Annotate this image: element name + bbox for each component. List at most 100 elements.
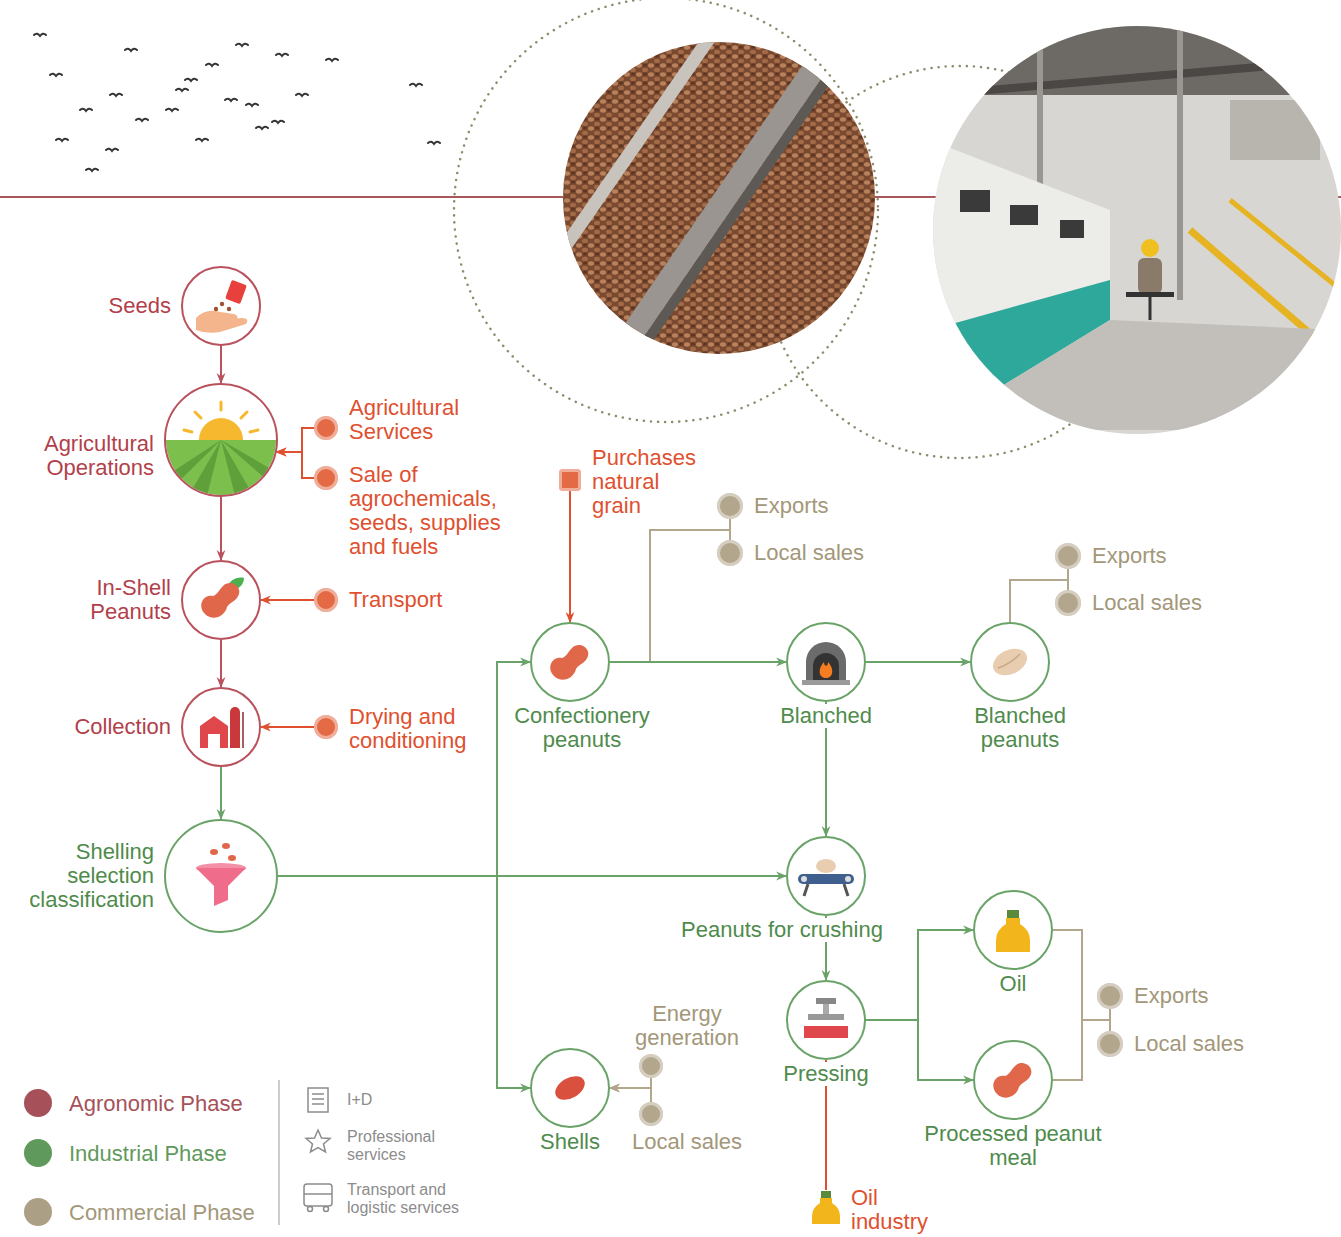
node-label: Drying and conditioning: [347, 705, 487, 753]
connector: [261, 726, 314, 728]
oven-icon: [813, 653, 839, 680]
barn-icon: [200, 716, 228, 748]
press-icon: [804, 1026, 848, 1038]
photo-factory: [1149, 294, 1152, 320]
phase-circle: In-Shell Peanuts: [181, 560, 261, 640]
legend-text: I+D: [347, 1091, 372, 1109]
birds: [428, 142, 440, 144]
field-icon: [221, 440, 290, 500]
legend-icons: [312, 1093, 324, 1095]
birds: [185, 79, 197, 81]
connector: [1053, 930, 1110, 1031]
blanched-icon: [989, 644, 1032, 681]
connector: [220, 346, 222, 383]
node-label: Shells: [538, 1130, 602, 1154]
node-label: Blanched: [778, 704, 874, 728]
connector: [610, 530, 730, 662]
commercial-icon: Energy generation: [639, 1054, 663, 1078]
legend-text: Industrial Phase: [69, 1141, 227, 1166]
connector: [277, 452, 314, 478]
connector: [277, 428, 314, 452]
field-icon: [160, 402, 290, 500]
birds: [256, 127, 268, 129]
birds: [80, 109, 92, 111]
photo-factory: [1010, 205, 1038, 225]
birds: [34, 34, 440, 171]
field-icon: [195, 412, 201, 418]
service-icon: Sale of agrochemicals, seeds, supplies a…: [314, 466, 338, 490]
photo-factory: [1177, 25, 1183, 300]
commercial-icon: Exports: [717, 493, 743, 519]
service-icon: Drying and conditioning: [314, 715, 338, 739]
conveyor-icon: [801, 876, 807, 882]
commercial-icon: Exports: [1097, 983, 1123, 1009]
process-circle: Peanuts for crushing: [786, 836, 866, 916]
field-icon: [220, 402, 223, 410]
birds: [410, 84, 422, 86]
node-label: Blanched peanuts: [965, 704, 1075, 752]
connector: [610, 1078, 651, 1088]
press-icon: [804, 998, 848, 1038]
node-label: Agricultural Services: [347, 396, 497, 444]
commercial-icon: Local sales: [1055, 590, 1081, 616]
kernel-icon: [550, 645, 588, 680]
photo-factory: [930, 320, 1341, 430]
legend-text: Professional services: [347, 1128, 457, 1164]
photo-factory: [930, 25, 1341, 445]
funnel-icon: [228, 855, 236, 861]
meal-icon: [993, 1063, 1031, 1098]
node-label: Collection: [72, 715, 173, 739]
service-icon: Transport: [314, 588, 338, 612]
peanut-icon: [201, 578, 244, 618]
birds: [246, 104, 258, 106]
birds: [272, 121, 284, 123]
photo-factory: [930, 60, 1341, 95]
photo-factory: [1230, 100, 1320, 160]
funnel-icon: [210, 849, 218, 855]
birds: [125, 49, 137, 51]
connector: [261, 599, 314, 601]
legend-text: Commercial Phase: [69, 1200, 255, 1225]
seeds-icon: [196, 311, 247, 333]
phase-circle: Agricultural Operations: [164, 383, 278, 497]
node-label: Purchases natural grain: [590, 446, 705, 518]
funnel-icon: [196, 868, 246, 906]
birds: [56, 139, 68, 141]
node-label: Local sales: [630, 1130, 744, 1154]
oil-bottle-icon: [996, 918, 1030, 952]
oil-bottle-icon: [1007, 910, 1019, 918]
connector: [220, 640, 222, 687]
funnel-icon: [222, 843, 230, 849]
process-circle: Pressing: [786, 980, 866, 1060]
conveyor-icon: [804, 884, 808, 896]
phase-circle: Seeds: [181, 266, 261, 346]
blanched-icon: [998, 654, 1020, 668]
legend-text: Agronomic Phase: [69, 1091, 243, 1116]
birds: [50, 74, 62, 76]
birds: [136, 119, 148, 121]
photo-factory: [930, 25, 1341, 445]
node-label: Peanuts for crushing: [679, 918, 885, 942]
legend-icons: [312, 1098, 324, 1100]
connector: [220, 497, 222, 560]
oven-icon: [802, 642, 850, 685]
node-label: Exports: [1132, 984, 1211, 1008]
connector: [569, 491, 571, 622]
process-circle: Shells: [530, 1048, 610, 1128]
legend-icons: [304, 1193, 332, 1195]
seeds-icon: [227, 307, 231, 311]
connector: [220, 767, 222, 819]
birds: [196, 139, 208, 141]
barn-icon: [200, 707, 243, 748]
seeds-icon: [225, 280, 247, 304]
connector: [610, 519, 730, 662]
commercial-icon: Exports: [1055, 543, 1081, 569]
press-icon: [823, 1004, 829, 1014]
field-icon: [199, 418, 243, 440]
photo-factory: [1060, 220, 1084, 238]
field-icon: [184, 402, 258, 432]
node-label: Shelling selection classification: [6, 840, 156, 912]
birds: [225, 99, 237, 101]
node-label: Exports: [752, 494, 831, 518]
